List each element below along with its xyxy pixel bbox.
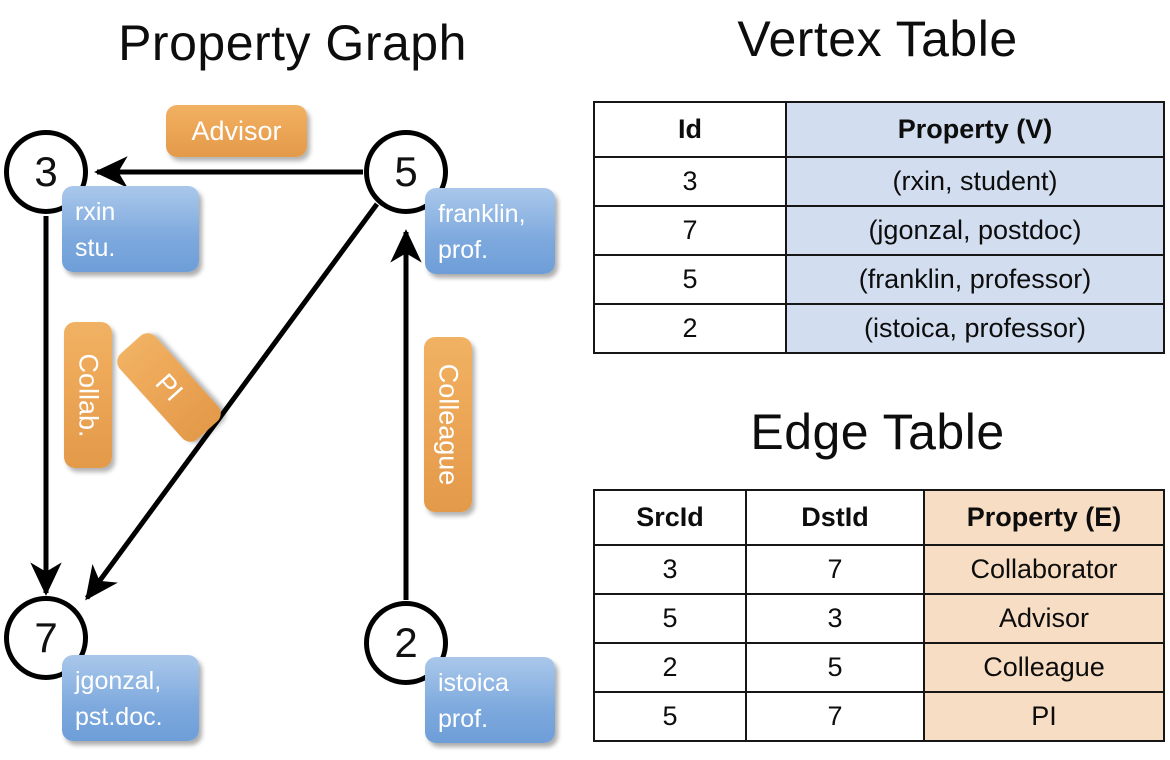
edge-dst-cell: 5 <box>745 642 925 693</box>
property-graph-panel: Property Graph 3 5 7 2 rxin stu. frankli… <box>4 15 555 743</box>
vertex-property-cell: (rxin, student) <box>785 156 1165 207</box>
edge-dst-cell: 7 <box>745 691 925 742</box>
property-line: stu. <box>75 233 116 262</box>
edge-property-cell: PI <box>923 691 1165 742</box>
edge-src-cell: 3 <box>593 544 747 595</box>
edge-label-text: PI <box>149 367 190 407</box>
table-row[interactable]: 2 5 Colleague <box>593 642 1165 693</box>
page-title-property-graph: Property Graph <box>118 15 467 71</box>
edge-table: SrcId DstId Property (E) 3 7 Collaborato… <box>593 489 1165 742</box>
table-row[interactable]: 2 (istoica, professor) <box>593 303 1165 354</box>
edge-5-to-7 <box>84 202 380 601</box>
page-title-edge-table: Edge Table <box>750 404 1005 460</box>
edge-label-text: Advisor <box>191 115 282 146</box>
vertex-table: Id Property (V) 3 (rxin, student) 7 (jgo… <box>593 101 1165 354</box>
vertex-id-cell: 7 <box>593 205 787 256</box>
property-line: jgonzal, <box>75 667 162 695</box>
edge-table-header-srcid: SrcId <box>593 489 747 546</box>
property-line: rxin <box>75 198 116 226</box>
edge-property-cell: Advisor <box>923 593 1165 644</box>
table-row[interactable]: 3 7 Collaborator <box>593 544 1165 595</box>
table-header-row: Id Property (V) <box>593 101 1165 158</box>
table-header-row: SrcId DstId Property (E) <box>593 489 1165 546</box>
property-line: prof. <box>438 235 489 264</box>
table-row[interactable]: 5 (franklin, professor) <box>593 254 1165 305</box>
edge-dst-cell: 3 <box>745 593 925 644</box>
vertex-table-header-id: Id <box>593 101 787 158</box>
vertex-property-cell: (franklin, professor) <box>785 254 1165 305</box>
page-title-vertex-table: Vertex Table <box>737 11 1018 67</box>
edge-label-collab: Collab. <box>64 322 112 468</box>
edge-src-cell: 2 <box>593 642 747 693</box>
vertex-label: 5 <box>394 148 418 195</box>
vertex-property-cell: (istoica, professor) <box>785 303 1165 354</box>
vertex-table-header-property: Property (V) <box>785 101 1165 158</box>
edge-src-cell: 5 <box>593 593 747 644</box>
edge-label-text: Collab. <box>73 352 104 438</box>
property-line: pst.doc. <box>75 702 163 731</box>
vertex-property-box-2: istoica prof. <box>425 657 555 743</box>
edge-property-cell: Collaborator <box>923 544 1165 595</box>
table-row[interactable]: 5 3 Advisor <box>593 593 1165 644</box>
property-line: istoica <box>438 669 509 697</box>
table-row[interactable]: 3 (rxin, student) <box>593 156 1165 207</box>
property-line: prof. <box>438 704 489 733</box>
vertex-id-cell: 2 <box>593 303 787 354</box>
vertex-label: 2 <box>394 619 418 666</box>
vertex-property-box-5: franklin, prof. <box>425 188 555 274</box>
graph-vertex-2[interactable]: 2 <box>364 601 448 685</box>
edge-table-header-property: Property (E) <box>923 489 1165 546</box>
edge-property-cell: Colleague <box>923 642 1165 693</box>
vertex-property-box-3: rxin stu. <box>62 186 199 272</box>
graph-edges-svg <box>30 156 422 601</box>
edge-label-colleague: Colleague <box>424 337 472 512</box>
vertex-property-cell: (jgonzal, postdoc) <box>785 205 1165 256</box>
property-line: franklin, <box>438 200 526 228</box>
edge-src-cell: 5 <box>593 691 747 742</box>
vertex-id-cell: 3 <box>593 156 787 207</box>
edge-label-text: Colleague <box>433 363 464 486</box>
vertex-label: 3 <box>34 148 58 195</box>
table-row[interactable]: 7 (jgonzal, postdoc) <box>593 205 1165 256</box>
graph-vertex-5[interactable]: 5 <box>364 130 448 214</box>
edge-table-header-dstid: DstId <box>745 489 925 546</box>
vertex-label: 7 <box>34 614 58 661</box>
vertex-id-cell: 5 <box>593 254 787 305</box>
edge-dst-cell: 7 <box>745 544 925 595</box>
edge-label-advisor: Advisor <box>166 105 307 157</box>
vertex-property-box-7: jgonzal, pst.doc. <box>62 655 199 741</box>
table-row[interactable]: 5 7 PI <box>593 691 1165 742</box>
